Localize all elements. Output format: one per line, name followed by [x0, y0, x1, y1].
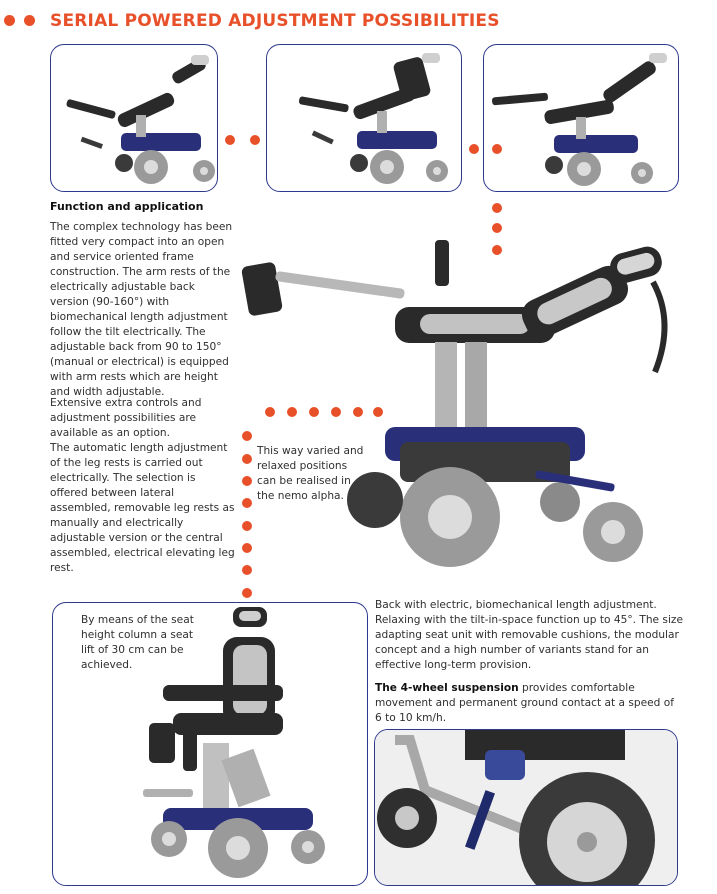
leg-rest-paragraph: The automatic length adjustment of the l… — [50, 442, 235, 574]
main-chair-image — [235, 232, 685, 587]
photo-suspension — [374, 729, 678, 886]
suspension-text: provides comfortable movement and perman… — [375, 682, 674, 724]
options-paragraph: Extensive extra controls and adjustment … — [50, 397, 202, 439]
suspension-title: The 4-wheel suspension — [375, 682, 519, 694]
suspension-paragraph: The 4-wheel suspension provides comforta… — [375, 681, 675, 726]
page-heading: SERIAL POWERED ADJUSTMENT POSSIBILITIES — [50, 11, 500, 31]
function-title: Function and application — [50, 200, 204, 213]
back-adjustment-paragraph: Back with electric, biomechanical length… — [375, 599, 683, 671]
photo-seat-lift: By means of the seat height column a sea… — [52, 602, 368, 886]
photo-recline-2 — [266, 44, 462, 192]
photo-recline-1 — [50, 44, 218, 192]
callout-seat-lift: By means of the seat height column a sea… — [81, 614, 194, 671]
photo-recline-3 — [483, 44, 679, 192]
function-paragraph: The complex technology has been fitted v… — [50, 221, 233, 398]
callout-varied-positions: This way varied and relaxed positions ca… — [257, 445, 364, 502]
